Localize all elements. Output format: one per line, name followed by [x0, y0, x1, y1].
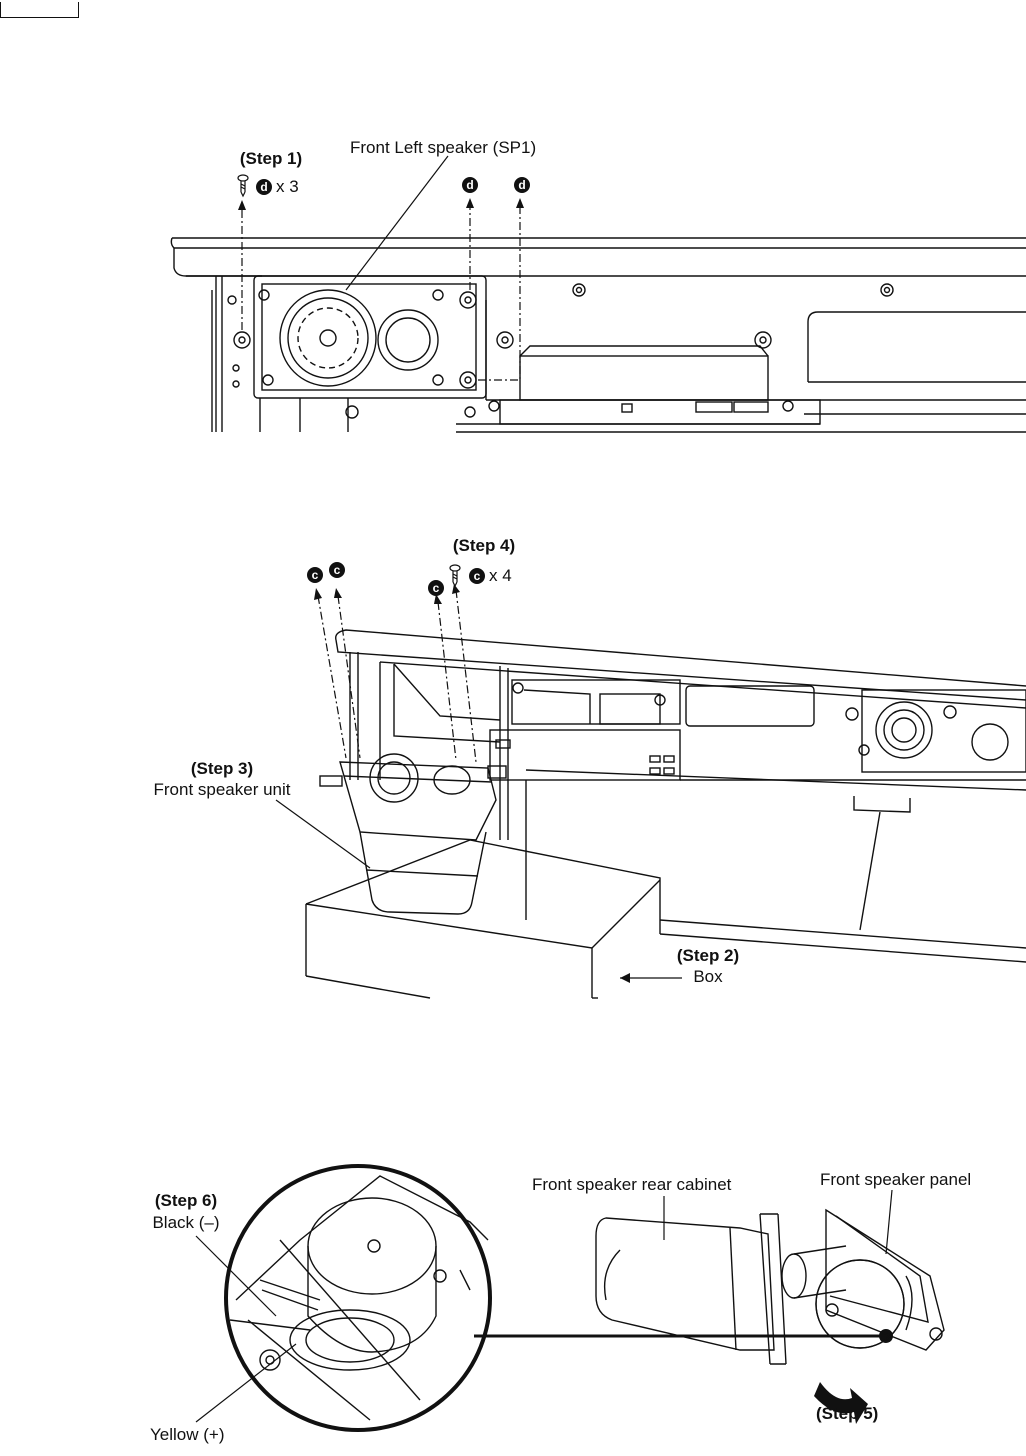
figure2-drawing	[275, 564, 1026, 999]
yellow-wire-label: Yellow (+)	[150, 1425, 225, 1444]
rear-cabinet-label: Front speaker rear cabinet	[532, 1175, 732, 1194]
page-corner-box	[0, 2, 79, 18]
front-speaker-panel-label: Front speaker panel	[820, 1170, 972, 1189]
black-wire-label: Black (–)	[152, 1213, 220, 1232]
front-speaker-unit-label: Front speaker unit	[153, 780, 291, 799]
screw-c-badge: c	[307, 567, 323, 583]
screw-d-badge: d	[514, 177, 530, 193]
step2-label: (Step 2)	[676, 946, 740, 965]
step1-label: (Step 1)	[239, 149, 303, 168]
screw-count-label: x 3	[276, 177, 299, 196]
rotate-arrow-icon	[814, 1382, 868, 1424]
step3-label: (Step 3)	[190, 759, 254, 778]
screw-c-badge: c	[329, 562, 345, 578]
box-label: Box	[693, 967, 723, 986]
screw-icon	[237, 174, 249, 198]
step6-label: (Step 6)	[154, 1191, 218, 1210]
step4-label: (Step 4)	[452, 536, 516, 555]
figure1-drawing	[170, 155, 1026, 433]
screw-c-badge: c	[428, 580, 444, 596]
screw-icon	[449, 564, 461, 588]
screw-c-badge: c	[469, 568, 485, 584]
step5-label: (Step 5)	[816, 1404, 879, 1423]
front-left-speaker-label: Front Left speaker (SP1)	[350, 138, 537, 157]
screw-d-badge: d	[256, 179, 272, 195]
screw-count-label: x 4	[489, 566, 512, 585]
screw-d-badge: d	[462, 177, 478, 193]
